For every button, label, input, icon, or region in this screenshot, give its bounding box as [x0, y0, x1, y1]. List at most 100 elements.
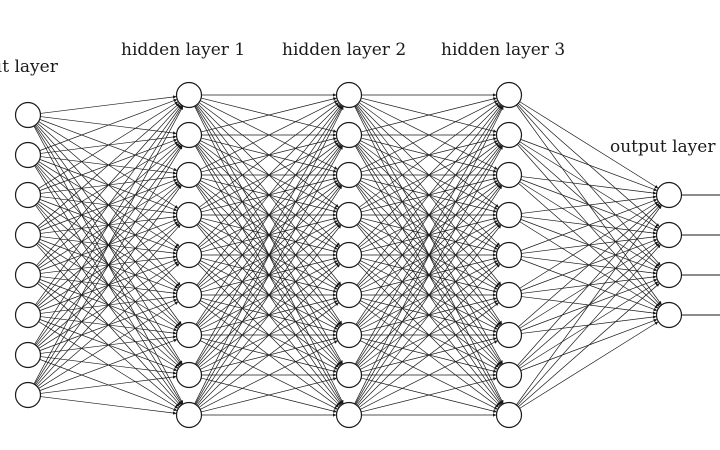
connection-hidden2-8-to-hidden3-4	[357, 263, 501, 407]
connection-hidden2-8-to-hidden3-3	[356, 224, 502, 406]
connection-hidden2-5-to-hidden3-0	[356, 104, 502, 286]
neuron-input-1	[14, 141, 42, 169]
connection-input-7-to-hidden1-5	[38, 301, 179, 389]
neuron-hidden1-3	[175, 201, 203, 229]
hidden-layer-2-label: hidden layer 2	[282, 40, 406, 60]
connection-hidden2-8-to-hidden3-7	[361, 377, 497, 413]
output-layer-label: output layer	[610, 137, 716, 157]
connection-hidden3-8-to-output-1	[517, 244, 661, 406]
connection-input-3-to-hidden1-0	[37, 103, 180, 228]
connection-input-7-to-hidden1-1	[34, 145, 183, 385]
connection-hidden1-8-to-hidden2-4	[197, 263, 341, 407]
neuron-hidden3-2	[495, 161, 523, 189]
input-layer-label: input layer	[0, 57, 59, 77]
connection-input-1-to-hidden1-0	[39, 99, 178, 151]
hidden-layer-3-label: hidden layer 3	[441, 40, 565, 60]
neuron-hidden1-6	[175, 321, 203, 349]
neuron-hidden2-8	[335, 401, 363, 429]
neurons-group	[14, 81, 683, 429]
neuron-output-0	[655, 181, 683, 209]
connection-hidden1-2-to-hidden2-0	[200, 100, 338, 170]
connection-hidden2-1-to-hidden3-0	[361, 97, 497, 133]
neuron-input-7	[14, 381, 42, 409]
connection-hidden3-6-to-output-0	[518, 203, 660, 328]
neuron-hidden3-3	[495, 201, 523, 229]
connection-hidden2-3-to-hidden3-0	[358, 102, 499, 208]
connection-hidden1-8-to-hidden2-6	[200, 340, 338, 410]
neuron-hidden3-4	[495, 241, 523, 269]
connection-hidden2-4-to-hidden3-0	[357, 103, 501, 247]
connections-group	[33, 93, 720, 417]
neuron-hidden2-3	[335, 201, 363, 229]
connection-input-7-to-hidden1-6	[39, 339, 178, 391]
connection-hidden3-5-to-output-0	[519, 201, 659, 289]
connection-input-7-to-hidden1-0	[33, 106, 184, 385]
connection-hidden2-8-to-hidden3-2	[355, 185, 503, 405]
neuron-hidden2-1	[335, 121, 363, 149]
connection-input-7-to-hidden1-3	[36, 224, 181, 386]
neuron-hidden1-0	[175, 81, 203, 109]
layer-labels-group: input layer hidden layer 1 hidden layer …	[0, 40, 716, 157]
connection-input-7-to-hidden1-7	[40, 375, 177, 394]
neuron-hidden1-5	[175, 281, 203, 309]
connection-hidden3-7-to-output-0	[517, 204, 661, 366]
neuron-hidden3-1	[495, 121, 523, 149]
connection-hidden1-8-to-hidden2-0	[194, 106, 344, 404]
connection-input-5-to-hidden1-0	[35, 105, 182, 306]
connection-hidden3-8-to-output-0	[516, 205, 662, 406]
neuron-hidden2-6	[335, 321, 363, 349]
neuron-hidden2-2	[335, 161, 363, 189]
connection-hidden1-3-to-hidden2-0	[198, 102, 339, 208]
connection-hidden3-3-to-output-0	[521, 195, 657, 214]
connection-input-7-to-hidden1-4	[37, 263, 180, 388]
connection-input-7-to-hidden1-8	[40, 396, 177, 415]
connection-hidden3-2-to-output-0	[521, 176, 657, 195]
neuron-output-3	[655, 301, 683, 329]
connection-hidden1-8-to-hidden2-5	[198, 302, 339, 408]
neuron-input-6	[14, 341, 42, 369]
connection-input-2-to-hidden1-0	[38, 101, 179, 189]
connection-hidden2-6-to-hidden3-0	[355, 105, 503, 325]
neuron-input-4	[14, 261, 42, 289]
connection-hidden2-2-to-hidden3-0	[360, 100, 498, 170]
connection-hidden2-8-to-hidden3-5	[358, 302, 499, 408]
connection-hidden1-6-to-hidden2-0	[195, 105, 343, 325]
connection-input-0-to-hidden1-0	[40, 95, 177, 114]
neuron-hidden1-7	[175, 361, 203, 389]
connection-hidden1-8-to-hidden2-7	[201, 377, 337, 413]
neuron-hidden3-0	[495, 81, 523, 109]
connection-hidden1-8-to-hidden2-1	[194, 145, 343, 405]
connection-hidden3-8-to-output-2	[518, 283, 660, 408]
neuron-hidden2-4	[335, 241, 363, 269]
connection-input-6-to-hidden1-0	[34, 105, 183, 345]
hidden-layer-1-label: hidden layer 1	[121, 40, 245, 60]
connection-input-4-to-hidden1-0	[36, 104, 181, 266]
connection-hidden1-4-to-hidden2-0	[197, 103, 341, 247]
connection-hidden3-4-to-output-0	[520, 199, 658, 251]
connection-hidden1-7-to-hidden2-0	[194, 105, 343, 365]
connection-hidden1-5-to-hidden2-0	[196, 104, 342, 286]
connection-hidden1-8-to-hidden2-2	[195, 185, 343, 405]
neuron-hidden2-7	[335, 361, 363, 389]
connection-hidden2-8-to-hidden3-1	[354, 145, 503, 405]
connection-hidden1-8-to-hidden2-3	[196, 224, 342, 406]
neuron-hidden2-5	[335, 281, 363, 309]
connection-hidden1-1-to-hidden2-0	[201, 97, 337, 133]
neuron-output-2	[655, 261, 683, 289]
neuron-input-0	[14, 101, 42, 129]
connection-hidden3-8-to-output-3	[519, 321, 659, 409]
connection-hidden2-8-to-hidden3-6	[360, 340, 498, 410]
neuron-hidden3-5	[495, 281, 523, 309]
neuron-hidden3-6	[495, 321, 523, 349]
neuron-hidden3-8	[495, 401, 523, 429]
connection-hidden3-0-to-output-0	[519, 101, 659, 189]
neuron-hidden3-7	[495, 361, 523, 389]
neuron-output-1	[655, 221, 683, 249]
neuron-hidden1-2	[175, 161, 203, 189]
connection-hidden2-8-to-hidden3-0	[354, 106, 504, 404]
connection-hidden3-1-to-output-0	[520, 139, 658, 191]
connection-input-7-to-hidden1-2	[35, 185, 182, 386]
neuron-hidden1-4	[175, 241, 203, 269]
